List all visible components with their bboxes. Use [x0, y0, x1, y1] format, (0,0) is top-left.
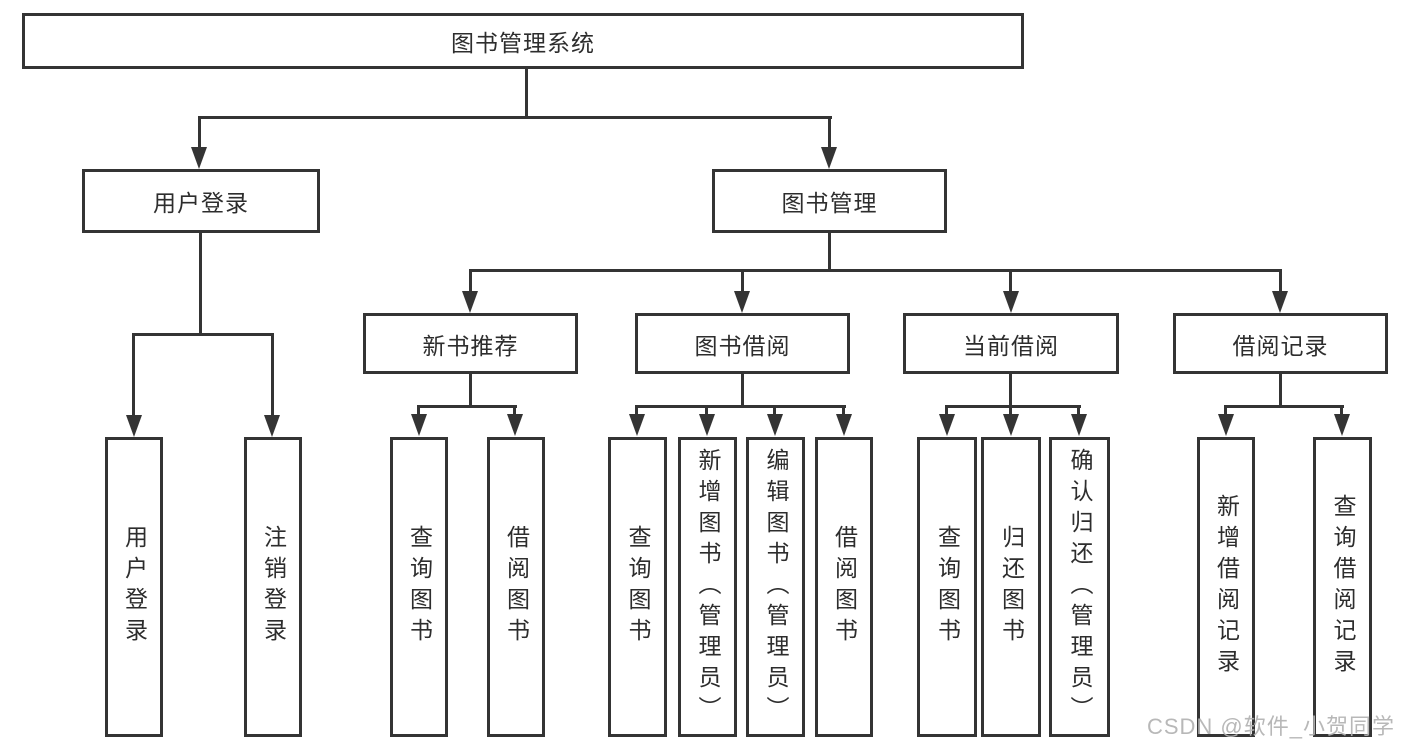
leaf-query-books-current-label: 查询图书	[934, 525, 961, 649]
connector-drop	[945, 405, 948, 416]
connector-book-management-stem	[828, 233, 831, 272]
connector-drop-book-management	[828, 116, 831, 149]
connector-drop-user-login	[198, 116, 201, 149]
leaf-query-books-current: 查询图书	[917, 437, 977, 737]
leaf-user-login-label: 用户登录	[121, 525, 148, 649]
node-book-borrowing-label: 图书借阅	[694, 332, 791, 359]
arrowhead-down	[821, 147, 837, 169]
connector-drop	[1077, 405, 1080, 416]
connector-borrow-records-bus	[1224, 405, 1344, 408]
connector-drop	[1009, 405, 1012, 416]
connector-drop	[1224, 405, 1227, 416]
node-library-system-label: 图书管理系统	[451, 30, 595, 56]
leaf-borrow-books-borrowing: 借阅图书	[815, 437, 873, 737]
arrowhead-down	[126, 415, 142, 437]
arrowhead-down	[264, 415, 280, 437]
arrowhead-down	[1071, 414, 1087, 436]
leaf-return-book-label: 归还图书	[998, 525, 1025, 649]
node-borrow-records: 借阅记录	[1173, 313, 1388, 374]
leaf-query-borrow-record: 查询借阅记录	[1313, 437, 1372, 737]
arrowhead-down	[191, 147, 207, 169]
leaf-query-books-recommend-label: 查询图书	[406, 525, 433, 649]
connector-book-management-bus	[469, 269, 1282, 272]
connector-borrow-records-stem	[1279, 374, 1282, 408]
arrowhead-down	[1272, 291, 1288, 313]
connector-current-borrowing-stem	[1009, 374, 1012, 408]
connector-book-borrowing-bus	[635, 405, 846, 408]
node-borrow-records-label: 借阅记录	[1232, 332, 1329, 359]
arrowhead-down	[767, 414, 783, 436]
node-new-book-recommend: 新书推荐	[363, 313, 578, 374]
arrowhead-down	[699, 414, 715, 436]
leaf-return-book: 归还图书	[981, 437, 1041, 737]
leaf-borrow-books-recommend-label: 借阅图书	[503, 525, 530, 649]
node-user-login: 用户登录	[82, 169, 320, 233]
connector-root-bus	[198, 116, 832, 119]
leaf-confirm-return-admin-label: 确认归还（管理员）	[1067, 447, 1093, 727]
node-book-borrowing: 图书借阅	[635, 313, 850, 374]
leaf-query-borrow-record-label: 查询借阅记录	[1330, 494, 1356, 680]
leaf-query-books-recommend: 查询图书	[390, 437, 448, 737]
connector-drop	[842, 405, 845, 416]
arrowhead-down	[1003, 291, 1019, 313]
leaf-edit-book-admin: 编辑图书（管理员）	[746, 437, 805, 737]
node-library-system: 图书管理系统	[22, 13, 1024, 69]
connector-drop	[1340, 405, 1343, 416]
leaf-query-books-borrowing: 查询图书	[608, 437, 667, 737]
connector-user-login-stem	[199, 233, 202, 335]
connector-drop-book-borrowing	[741, 269, 744, 293]
connector-book-borrowing-stem	[741, 374, 744, 408]
leaf-add-borrow-record-label: 新增借阅记录	[1213, 494, 1240, 680]
connector-drop	[705, 405, 708, 416]
connector-drop-new-book-recommend	[469, 269, 472, 293]
node-user-login-label: 用户登录	[153, 190, 249, 216]
leaf-borrow-books-borrowing-label: 借阅图书	[831, 525, 858, 649]
connector-drop-current-borrowing	[1009, 269, 1012, 293]
arrowhead-down	[836, 414, 852, 436]
node-book-management-label: 图书管理	[781, 190, 878, 216]
connector-new-book-recommend-bus	[417, 405, 517, 408]
arrowhead-down	[462, 291, 478, 313]
connector-drop	[417, 405, 420, 416]
connector-drop-leaf-user-login	[132, 333, 135, 415]
connector-drop	[513, 405, 516, 416]
arrowhead-down	[629, 414, 645, 436]
arrowhead-down	[939, 414, 955, 436]
arrowhead-down	[411, 414, 427, 436]
connector-new-book-recommend-stem	[469, 374, 472, 408]
leaf-borrow-books-recommend: 借阅图书	[487, 437, 545, 737]
connector-current-borrowing-bus	[945, 405, 1081, 408]
connector-drop	[773, 405, 776, 416]
arrowhead-down	[1218, 414, 1234, 436]
connector-user-login-bus	[132, 333, 274, 336]
leaf-confirm-return-admin: 确认归还（管理员）	[1049, 437, 1110, 737]
leaf-logout-label: 注销登录	[260, 525, 287, 649]
arrowhead-down	[507, 414, 523, 436]
leaf-edit-book-admin-label: 编辑图书（管理员）	[763, 447, 789, 727]
leaf-user-login: 用户登录	[105, 437, 163, 737]
csdn-watermark: CSDN @软件_小贺同学	[1146, 714, 1395, 739]
connector-drop	[635, 405, 638, 416]
node-current-borrowing-label: 当前借阅	[963, 332, 1059, 359]
connector-root-stem	[525, 69, 528, 118]
connector-drop-leaf-logout	[271, 333, 274, 415]
leaf-logout: 注销登录	[244, 437, 302, 737]
connector-drop-borrow-records	[1279, 269, 1282, 293]
leaf-query-books-borrowing-label: 查询图书	[625, 525, 651, 649]
arrowhead-down	[1334, 414, 1350, 436]
node-book-management: 图书管理	[712, 169, 947, 233]
arrowhead-down	[1003, 414, 1019, 436]
arrowhead-down	[734, 291, 750, 313]
leaf-add-book-admin-label: 新增图书（管理员）	[695, 447, 721, 727]
node-new-book-recommend-label: 新书推荐	[422, 332, 519, 359]
node-current-borrowing: 当前借阅	[903, 313, 1119, 374]
leaf-add-borrow-record: 新增借阅记录	[1197, 437, 1255, 737]
leaf-add-book-admin: 新增图书（管理员）	[678, 437, 737, 737]
